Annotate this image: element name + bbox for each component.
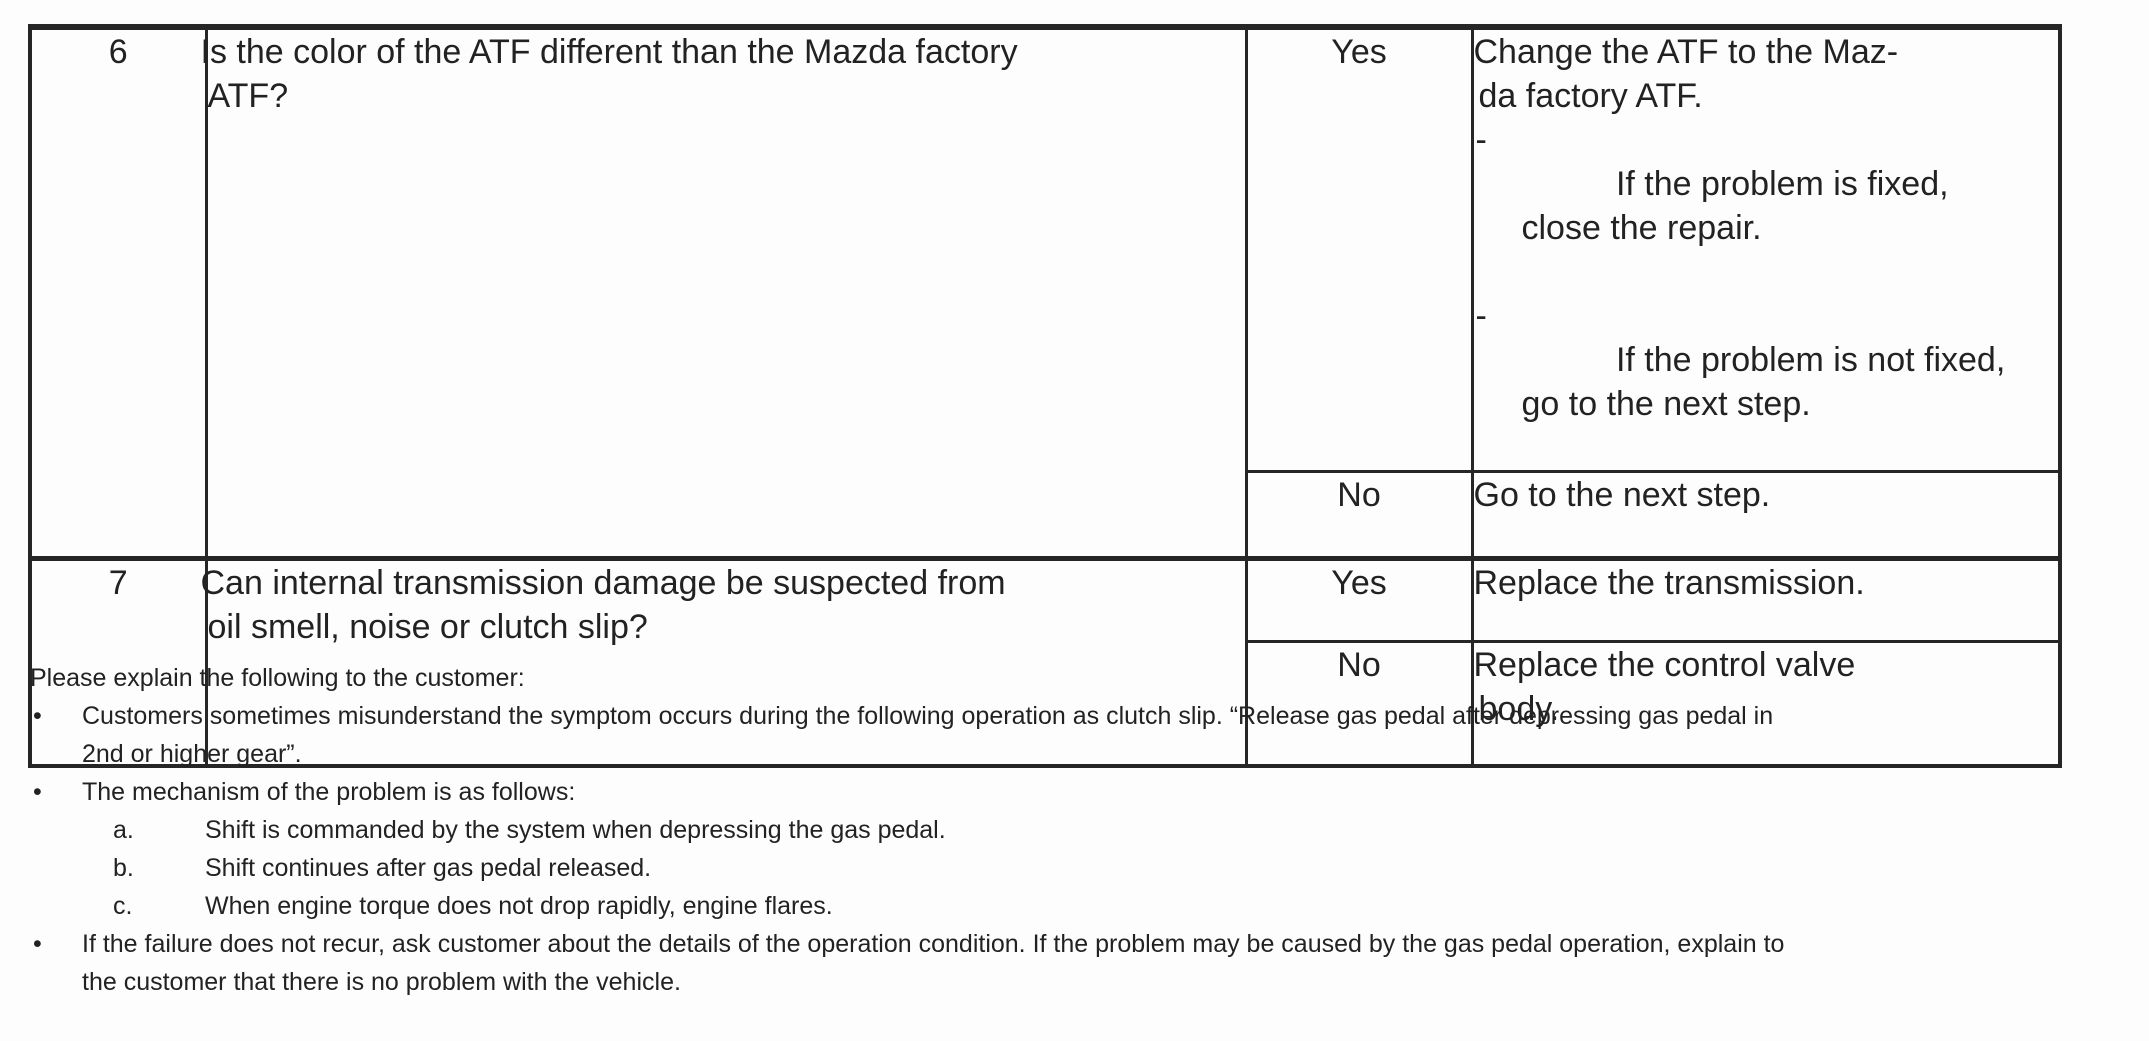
- sub-item-label: a.: [113, 816, 134, 844]
- note-text: If the failure does not recur, ask custo…: [82, 930, 1785, 996]
- action-sub-item: -If the problem is not fixed, go to the …: [1474, 294, 2059, 470]
- sub-item-label: b.: [113, 854, 134, 882]
- answer-no-cell: No: [1244, 470, 1474, 560]
- note-text: The mechanism of the problem is as follo…: [82, 778, 576, 806]
- note-sub-item: b. Shift continues after gas pedal relea…: [82, 849, 2115, 887]
- sub-item-text: Shift is commanded by the system when de…: [205, 816, 946, 844]
- note-bullet: • The mechanism of the problem is as fol…: [30, 773, 2115, 925]
- sub-item-text: When engine torque does not drop rapidly…: [205, 892, 833, 920]
- answer-yes-cell: Yes: [1244, 24, 1474, 473]
- action-text: Replace the control valve body.: [1473, 646, 1856, 728]
- action-sub-item-text: If the problem is fixed, close the repai…: [1521, 165, 1949, 247]
- answer-no-cell: No: [1244, 640, 1474, 767]
- step-question: Can internal transmission damage be susp…: [200, 564, 1006, 646]
- action-cell: Go to the next step.: [1470, 470, 2062, 560]
- bullet-icon: •: [33, 778, 42, 806]
- note-sub-item: c. When engine torque does not drop rapi…: [82, 887, 2115, 925]
- action-cell: Change the ATF to the Maz- da factory AT…: [1470, 24, 2062, 473]
- action-cell: Replace the transmission.: [1470, 556, 2062, 643]
- troubleshooting-table: 6 Is the color of the ATF different than…: [28, 24, 2062, 768]
- dash-bullet: -: [1475, 297, 1487, 335]
- step-number: 7: [28, 556, 208, 767]
- notes-intro: Please explain the following to the cust…: [30, 664, 525, 692]
- action-text: Go to the next step.: [1473, 476, 1771, 514]
- step-number: 6: [28, 24, 208, 560]
- action-text: Replace the transmission.: [1473, 564, 1865, 602]
- note-sub-item: a. Shift is commanded by the system when…: [82, 811, 2115, 849]
- sub-item-text: Shift continues after gas pedal released…: [205, 854, 652, 882]
- action-sub-item: -If the problem is fixed, close the repa…: [1474, 118, 2059, 294]
- step-question: Is the color of the ATF different than t…: [200, 33, 1018, 115]
- customer-notes-section: Please explain the following to the cust…: [30, 659, 2115, 1001]
- dash-bullet: -: [1475, 121, 1487, 159]
- step-question-cell: Is the color of the ATF different than t…: [200, 24, 1248, 560]
- action-text: Change the ATF to the Maz- da factory AT…: [1473, 33, 1899, 115]
- sub-item-label: c.: [113, 892, 133, 920]
- answer-yes-cell: Yes: [1244, 556, 1474, 643]
- note-bullet: • Customers sometimes misunderstand the …: [30, 697, 2115, 773]
- bullet-icon: •: [33, 702, 42, 730]
- note-text: Customers sometimes misunderstand the sy…: [82, 702, 1774, 768]
- action-cell: Replace the control valve body.: [1470, 640, 2062, 767]
- action-sub-item-text: If the problem is not fixed, go to the n…: [1521, 341, 2006, 423]
- bullet-icon: •: [33, 930, 42, 958]
- note-bullet: • If the failure does not recur, ask cus…: [30, 925, 2115, 1001]
- step-question-cell: Can internal transmission damage be susp…: [200, 556, 1248, 767]
